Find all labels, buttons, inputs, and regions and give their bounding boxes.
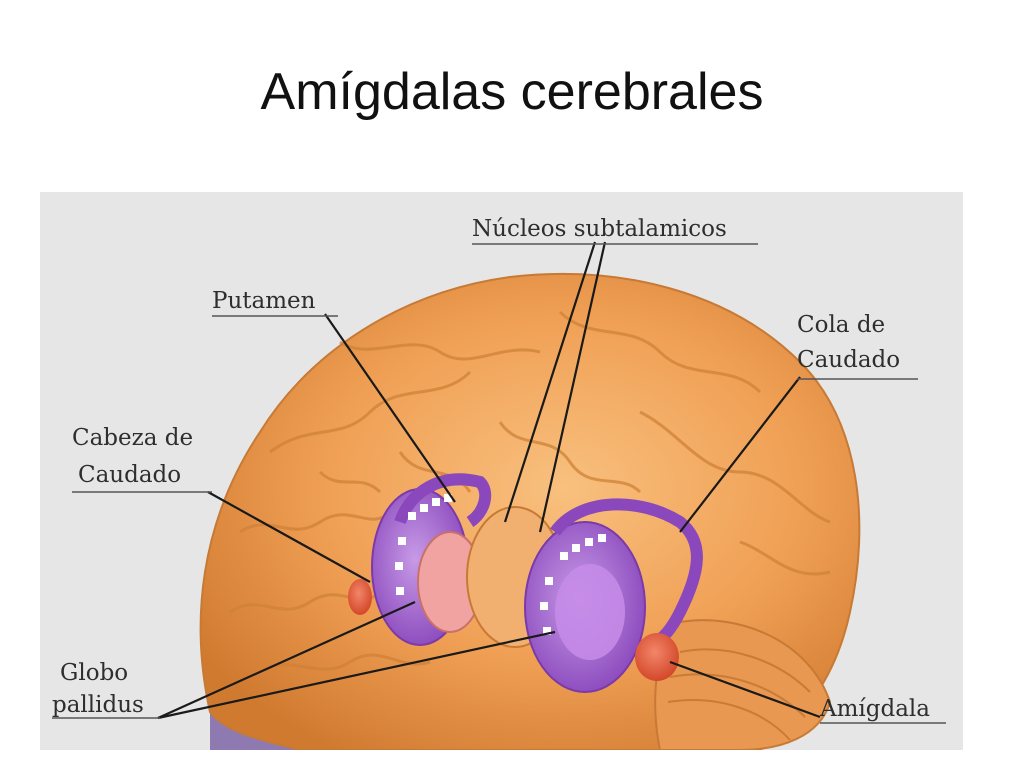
label-putamen: Putamen bbox=[212, 288, 316, 314]
caudate-dots-left bbox=[395, 494, 452, 595]
label-amigdala: Amígdala bbox=[819, 696, 930, 722]
label-underlines bbox=[52, 243, 946, 724]
slide-title: Amígdalas cerebrales bbox=[260, 63, 764, 121]
label-cabeza-de-caudado-line1: Cabeza de bbox=[72, 425, 193, 451]
label-globo-pallidus-line2: pallidus bbox=[52, 692, 144, 718]
leader-lines bbox=[157, 241, 821, 720]
label-cola-de-caudado-line1: Cola de bbox=[797, 312, 885, 338]
label-globo-pallidus-line1: Globo bbox=[60, 660, 128, 686]
cerebellum-shape bbox=[654, 619, 832, 750]
caudate-tail-right bbox=[550, 498, 703, 650]
amygdala-left bbox=[348, 579, 372, 615]
label-nucleos-subtalamicos: Núcleos subtalamicos bbox=[472, 216, 727, 242]
amygdala-right bbox=[635, 633, 679, 681]
brain-illustration: Núcleos subtalamicos Putamen Cola de Cau… bbox=[40, 192, 963, 750]
putamen-arc-left bbox=[394, 473, 492, 527]
label-cola-de-caudado-line2: Caudado bbox=[797, 347, 900, 373]
globus-right bbox=[555, 564, 625, 660]
caudate-dots-right bbox=[540, 534, 606, 635]
brain-diagram: Núcleos subtalamicos Putamen Cola de Cau… bbox=[40, 192, 963, 750]
label-cabeza-de-caudado-line2: Caudado bbox=[78, 462, 181, 488]
